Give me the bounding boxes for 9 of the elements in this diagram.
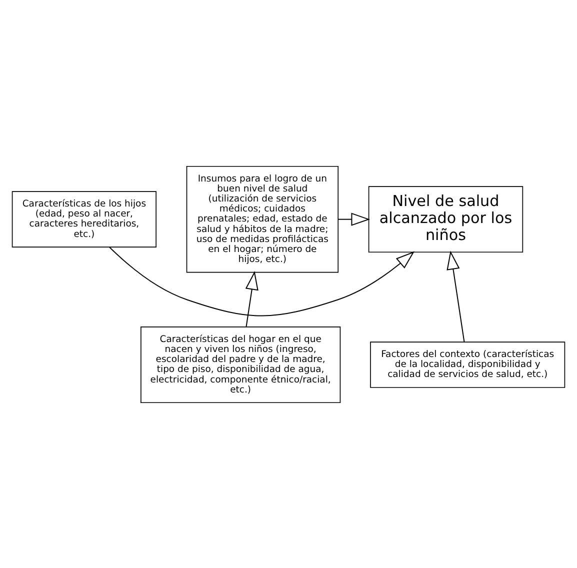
node-box: Nivel de salud alcanzado por los niños bbox=[368, 186, 524, 252]
arrow bbox=[446, 250, 465, 342]
node-box: Factores del contexto (características de la localidad, disponibilidad y calidad de servicios de salud, etc.) bbox=[370, 341, 566, 388]
node-box: Insumos para el logro de un buen nivel de salud (utilización de servicios médicos; cuidados prenatales; edad, estado de salud y hábitos de la madre; uso de medidas profilácticas en el hogar; número de hijos, etc.) bbox=[186, 165, 339, 272]
arrow bbox=[245, 270, 258, 326]
node-box: Características de los hijos (edad, peso al nacer, caracteres hereditarios, etc.) bbox=[12, 190, 156, 247]
arrow bbox=[338, 212, 370, 226]
arrow bbox=[109, 246, 415, 316]
node-box: Características del hogar en el que nacen y viven los niños (ingreso, escolaridad del padre y de la madre, tipo de piso, disponibilidad de agua, electricidad, componente étnico/racial, etc.) bbox=[140, 326, 341, 403]
